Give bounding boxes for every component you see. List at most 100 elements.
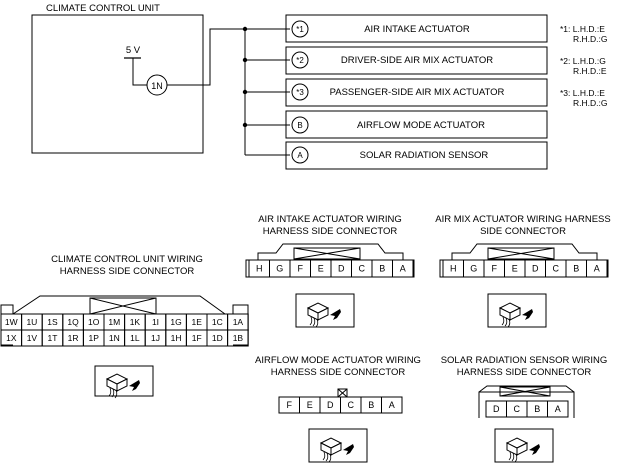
component-marker-circle — [291, 146, 309, 164]
component-marker: *1 — [296, 25, 304, 34]
connector-pin: 1O — [82, 313, 105, 331]
pin-label: H — [256, 264, 263, 274]
component-air-intake: *1 AIR INTAKE ACTUATOR — [245, 14, 548, 43]
connector-pin: 1I — [144, 313, 167, 331]
connector-pin: 1M — [103, 313, 126, 331]
connector-pin: D — [319, 396, 341, 414]
pin-label: 1H — [171, 333, 182, 343]
pin-label: E — [307, 400, 313, 410]
pin-label: 1X — [6, 333, 17, 343]
component-passenger-air-mix: *3 PASSENGER-SIDE AIR MIX ACTUATOR — [245, 78, 548, 107]
connector-title: AIR INTAKE ACTUATOR WIRING — [258, 214, 402, 225]
unit-box — [31, 14, 204, 154]
pin-label: C — [514, 404, 521, 414]
voltage-label: 5 V — [126, 45, 141, 56]
connector-title: HARNESS SIDE CONNECTOR — [60, 266, 195, 277]
pin-label: 1P — [88, 333, 99, 343]
connector-pin: 1B — [227, 329, 249, 347]
component-marker-circle — [291, 51, 309, 69]
component-box — [285, 78, 548, 107]
pin-label: 1S — [47, 317, 58, 327]
component-label: SOLAR RADIATION SENSOR — [360, 150, 489, 161]
component-airflow-mode: B AIRFLOW MODE ACTUATOR — [245, 110, 548, 139]
connector-plug-icon — [498, 302, 533, 328]
connector-pin: 1W — [0, 313, 23, 331]
pin-label: A — [389, 400, 395, 410]
connector-pin: C — [340, 396, 362, 414]
connector-title: HARNESS SIDE CONNECTOR — [271, 367, 406, 378]
arrow-icon — [343, 444, 354, 455]
air-mix-connector: AIR MIX ACTUATOR WIRING HARNESS SIDE CON… — [435, 214, 611, 328]
connector-pin: D — [524, 259, 546, 278]
pin-label: G — [470, 264, 477, 274]
connector-pin: B — [360, 396, 382, 414]
connector-pin: 1N — [103, 329, 126, 347]
connector-pin: 1A — [227, 313, 249, 331]
connector-pin: B — [371, 259, 393, 278]
connector-view-icon — [494, 428, 554, 463]
note-line: *2: L.H.D.:G — [560, 56, 606, 66]
note-line: R.H.D.:E — [573, 66, 607, 76]
connector-pin: 1U — [21, 313, 43, 331]
pin-label: D — [532, 264, 539, 274]
connector-latch — [293, 247, 361, 260]
terminal-1n-label: 1N — [151, 81, 163, 91]
pin-label: 1J — [151, 333, 160, 343]
connector-plug-icon — [319, 437, 354, 463]
pin-label: 1T — [48, 333, 58, 343]
component-marker: B — [297, 121, 302, 130]
note-line: R.H.D.:G — [573, 98, 607, 108]
pin-label: H — [450, 264, 457, 274]
pin-label: F — [492, 264, 498, 274]
connector-pin: B — [526, 400, 548, 418]
connector-title: HARNESS SIDE CONNECTOR — [263, 226, 398, 237]
solar-sensor-connector: SOLAR RADIATION SENSOR WIRING HARNESS SI… — [441, 355, 608, 463]
air-intake-connector: AIR INTAKE ACTUATOR WIRING HARNESS SIDE … — [245, 214, 415, 328]
connector-hood — [451, 243, 598, 260]
connector-pin: H — [248, 259, 270, 278]
connector-pin: E — [299, 396, 321, 414]
connector-flange — [232, 304, 249, 314]
connector-pin: C — [545, 259, 567, 278]
connector-pin: 1H — [165, 329, 187, 347]
pin-label: A — [594, 264, 600, 274]
connector-hood — [478, 385, 575, 393]
pin-label: 1W — [5, 317, 18, 327]
arrow-icon — [529, 444, 540, 455]
pin-label: E — [318, 264, 324, 274]
pin-label: C — [348, 400, 355, 410]
note-line: R.H.D.:G — [573, 34, 607, 44]
connector-pin: 1C — [206, 313, 229, 331]
connector-title: HARNESS SIDE CONNECTOR — [457, 367, 592, 378]
connector-latch — [499, 386, 551, 397]
connector-flange — [0, 304, 14, 314]
pin-label: 1F — [192, 333, 202, 343]
connector-pin: 1X — [0, 329, 23, 347]
connector-pin: H — [442, 259, 464, 278]
connector-view-icon — [94, 365, 154, 399]
pin-label: A — [555, 404, 561, 414]
connector-pin: A — [547, 400, 569, 418]
arrow-icon — [522, 309, 533, 320]
connector-view-icon — [295, 293, 355, 328]
notes: *1: L.H.D.:E R.H.D.:G *2: L.H.D.:G R.H.D… — [560, 24, 607, 108]
connector-pin: A — [381, 396, 403, 414]
pin-label: 1Q — [67, 317, 79, 327]
connector-title: AIRFLOW MODE ACTUATOR WIRING — [255, 355, 421, 366]
connector-title: SOLAR RADIATION SENSOR WIRING — [441, 355, 608, 366]
connector-pin: A — [586, 259, 608, 278]
note-line: *1: L.H.D.:E — [560, 24, 605, 34]
pin-label: 1K — [130, 317, 141, 327]
connector-pin: E — [504, 259, 526, 278]
connector-latch — [293, 247, 361, 260]
pin-label: B — [573, 264, 579, 274]
component-box — [285, 14, 548, 43]
component-box — [285, 110, 548, 139]
pin-label: 1I — [152, 317, 159, 327]
connector-pin: C — [351, 259, 373, 278]
connector-pin: D — [330, 259, 352, 278]
